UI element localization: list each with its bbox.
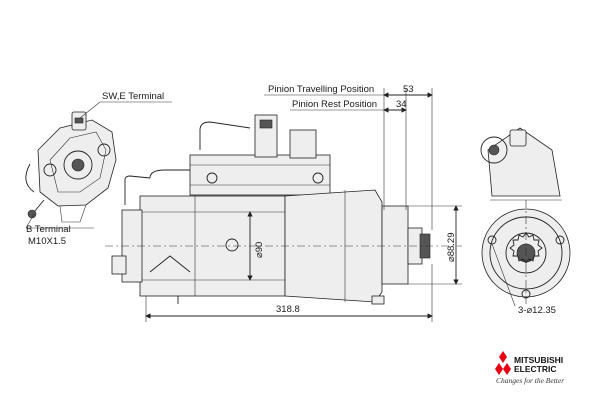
leader-lines (25, 94, 516, 307)
b-terminal-thread-label: M10X1.5 (28, 236, 66, 247)
three-diamonds-icon (495, 351, 511, 375)
flange-diameter-dimension: ⌀88.29 (446, 233, 457, 263)
side-view (105, 114, 462, 305)
brand-name-line1: MITSUBISHI (514, 355, 563, 365)
dimension-lines (145, 88, 462, 322)
mitsubishi-logo: MITSUBISHI ELECTRIC Changes for the Bett… (495, 351, 564, 385)
brand-name-line2: ELECTRIC (514, 364, 557, 374)
sw-e-terminal-label: SW,E Terminal (102, 91, 164, 102)
travel-dimension: 53 (403, 84, 414, 95)
logo-diamond-right (503, 363, 511, 375)
brand-tagline: Changes for the Better (496, 376, 564, 385)
logo-diamond-top (499, 351, 507, 363)
mounting-holes-dimension: 3-⌀12.35 (518, 305, 556, 316)
rest-dimension: 34 (396, 99, 407, 110)
rear-isometric-view (25, 111, 117, 223)
pinion-travelling-label: Pinion Travelling Position (268, 84, 374, 95)
b-terminal-label: B Terminal (26, 224, 71, 235)
front-end-view (480, 127, 571, 305)
pinion-rest-label: Pinion Rest Position (292, 99, 377, 110)
overall-length-dimension: 318.8 (276, 304, 300, 315)
body-diameter-dimension: ⌀90 (254, 242, 265, 258)
logo-diamond-left (495, 363, 503, 375)
